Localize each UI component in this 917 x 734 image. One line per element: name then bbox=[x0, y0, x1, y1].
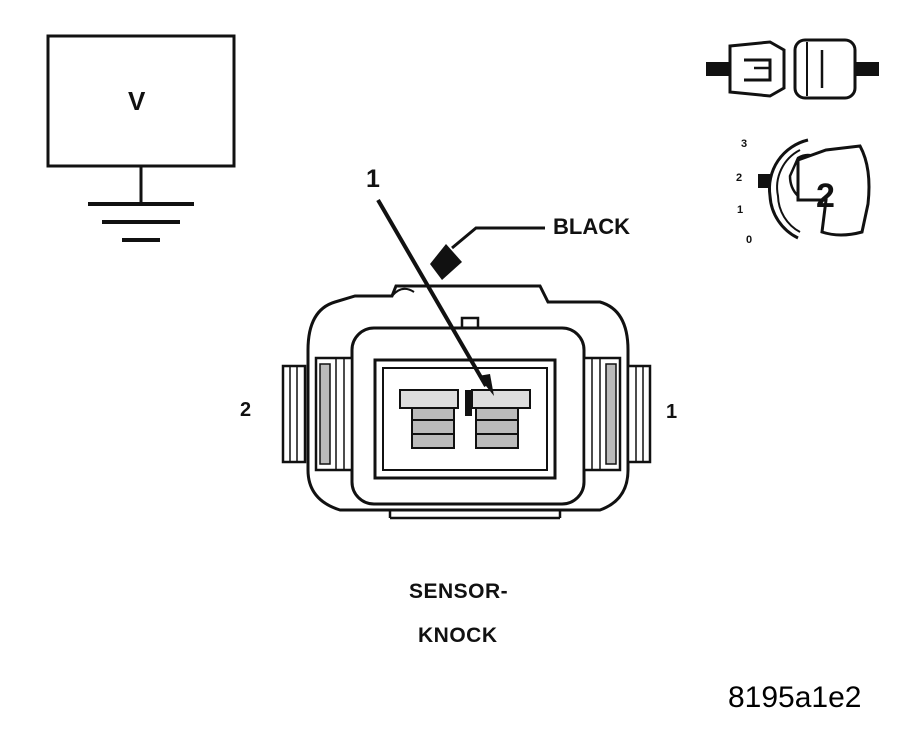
terminal-cavity-1 bbox=[465, 389, 531, 449]
connector-title-line1: SENSOR- bbox=[409, 580, 509, 603]
left-lock-tab bbox=[281, 356, 354, 472]
dial-tick-0: 0 bbox=[746, 234, 753, 246]
terminal-cavity-2 bbox=[399, 389, 459, 449]
connector-title-line2: KNOCK bbox=[418, 624, 498, 647]
wire-color-label: BLACK bbox=[553, 214, 630, 239]
wire-number-label: 1 bbox=[366, 165, 380, 193]
connector-body bbox=[306, 284, 630, 520]
dial-tick-3: 3 bbox=[741, 138, 748, 150]
right-lock-tab bbox=[582, 356, 652, 472]
color-callout-leader bbox=[391, 226, 545, 297]
view-number: 2 bbox=[816, 177, 835, 215]
voltmeter-symbol bbox=[46, 34, 236, 204]
voltmeter-label: V bbox=[128, 86, 146, 116]
wire-1-leader bbox=[376, 198, 494, 396]
dial-tick-1: 1 bbox=[737, 204, 744, 216]
cavity-label-right: 1 bbox=[666, 401, 678, 423]
connector-pair-icon bbox=[706, 38, 879, 100]
view-indicator-dial bbox=[758, 138, 871, 240]
cavity-label-left: 2 bbox=[240, 399, 252, 421]
dial-tick-2: 2 bbox=[736, 172, 743, 184]
ground-symbol bbox=[88, 202, 194, 242]
figure-id: 8195a1e2 bbox=[728, 681, 862, 714]
